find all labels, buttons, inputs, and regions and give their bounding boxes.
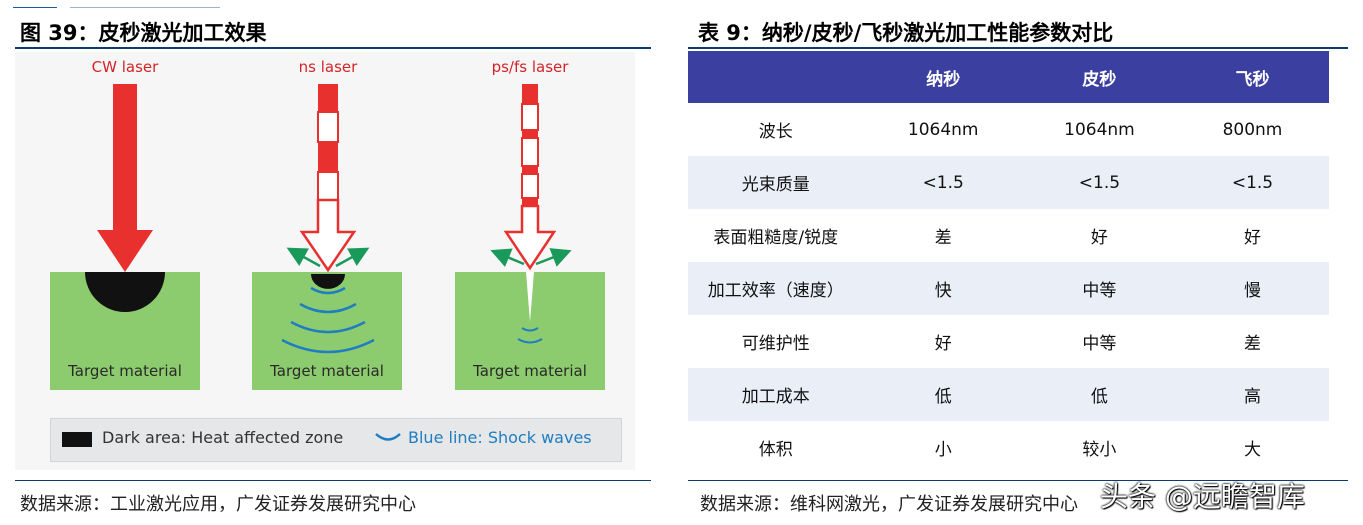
header-cell (688, 51, 864, 103)
figure-source-rule (15, 480, 651, 481)
ns-spatter-right (335, 247, 370, 268)
table-caption: 表 9：纳秒/皮秒/飞秒激光加工性能参数对比 (698, 21, 1114, 45)
legend-blue-text: Blue line: Shock waves (408, 428, 592, 447)
table-header-row: 纳秒 皮秒 飞秒 (688, 51, 1329, 103)
table-cell: <1.5 (1175, 156, 1329, 209)
ps-shock-waves (517, 327, 543, 344)
table-cell: <1.5 (863, 156, 1023, 209)
laser-comparison-table: 纳秒 皮秒 飞秒 波长 1064nm 1064nm 800nm 光束质量 <1.… (688, 51, 1329, 474)
table-cell: 差 (934, 228, 952, 248)
figure-caption: 图 39：皮秒激光加工效果 (20, 21, 267, 45)
table-cell: 好 (1243, 228, 1261, 248)
header-cell: 皮秒 (1022, 51, 1176, 103)
logo-icon (13, 0, 220, 8)
watermark: 头条 @远瞻智库 (1100, 480, 1305, 513)
ps-laser-arrow (503, 84, 557, 271)
table-row: 可维护性 好 中等 差 (688, 315, 1329, 368)
table-cell: 低 (863, 368, 1023, 421)
table-row: 光束质量 <1.5 <1.5 <1.5 (688, 156, 1329, 209)
figure-source: 数据来源：工业激光应用，广发证券发展研究中心 (20, 494, 416, 515)
row-label: 波长 (758, 122, 793, 142)
ps-laser-label: ps/fs laser (491, 58, 569, 76)
target-label-ps: Target material (473, 362, 587, 380)
cw-laser-label: CW laser (91, 58, 159, 76)
table-cell: 1064nm (907, 119, 979, 140)
legend-dark-text: Dark area: Heat affected zone (102, 428, 344, 447)
laser-figure: CW laser ns laser ps/fs laser Target mat… (15, 52, 635, 470)
table-cell: 800nm (1222, 119, 1283, 140)
row-label: 加工成本 (688, 368, 864, 421)
table-row: 表面粗糙度/锐度 差 好 好 (688, 209, 1329, 262)
table-cell: 大 (1243, 440, 1261, 460)
table-cell: 高 (1175, 368, 1329, 421)
table-cell: 小 (934, 440, 952, 460)
dark-area-swatch (62, 432, 92, 447)
broker-logo (0, 0, 240, 8)
ns-spatter-left (286, 247, 321, 268)
table-cell: 中等 (1022, 262, 1176, 315)
figure-caption-rule (15, 47, 651, 49)
row-label: 可维护性 (741, 334, 810, 354)
target-label-ns: Target material (270, 362, 384, 380)
heat-zone-cw (85, 272, 165, 312)
table-cell: 差 (1243, 334, 1261, 354)
ps-channel (526, 272, 534, 322)
table-source: 数据来源：维科网激光，广发证券发展研究中心 (700, 494, 1078, 515)
table-cell: 中等 (1082, 334, 1117, 354)
table-row: 波长 1064nm 1064nm 800nm (688, 103, 1329, 156)
table-row: 加工成本 低 低 高 (688, 368, 1329, 421)
ns-laser-arrow (299, 84, 357, 273)
table-row: 体积 小 较小 大 (688, 421, 1329, 474)
table-cell: 快 (863, 262, 1023, 315)
table-cell: 1064nm (1064, 119, 1135, 140)
ns-laser-label: ns laser (298, 58, 358, 76)
ps-spatter-right (535, 248, 572, 267)
ps-spatter-left (490, 248, 525, 267)
row-label: 光束质量 (688, 156, 864, 209)
table-cell: 好 (934, 334, 952, 354)
table-cell: 慢 (1175, 262, 1329, 315)
table-cell: 低 (1022, 368, 1176, 421)
table-source-rule (688, 480, 1348, 481)
target-label-cw: Target material (68, 362, 182, 380)
ns-shock-waves (281, 286, 375, 354)
table-cell: 好 (1090, 228, 1108, 248)
figure-legend: Dark area: Heat affected zone Blue line:… (50, 418, 622, 462)
laser-illustration (50, 84, 605, 390)
header-cell: 纳秒 (863, 51, 1023, 103)
table-caption-rule (688, 47, 1348, 49)
table-cell: 较小 (1082, 440, 1117, 460)
table-cell: <1.5 (1022, 156, 1176, 209)
heat-zone-ns (311, 274, 345, 289)
row-label: 表面粗糙度/锐度 (713, 228, 839, 248)
row-label: 体积 (758, 440, 793, 460)
row-label: 加工效率（速度） (688, 262, 864, 315)
shock-wave-icon (375, 433, 401, 441)
cw-laser-arrow (97, 84, 153, 272)
table-row: 加工效率（速度） 快 中等 慢 (688, 262, 1329, 315)
header-cell: 飞秒 (1175, 51, 1329, 103)
